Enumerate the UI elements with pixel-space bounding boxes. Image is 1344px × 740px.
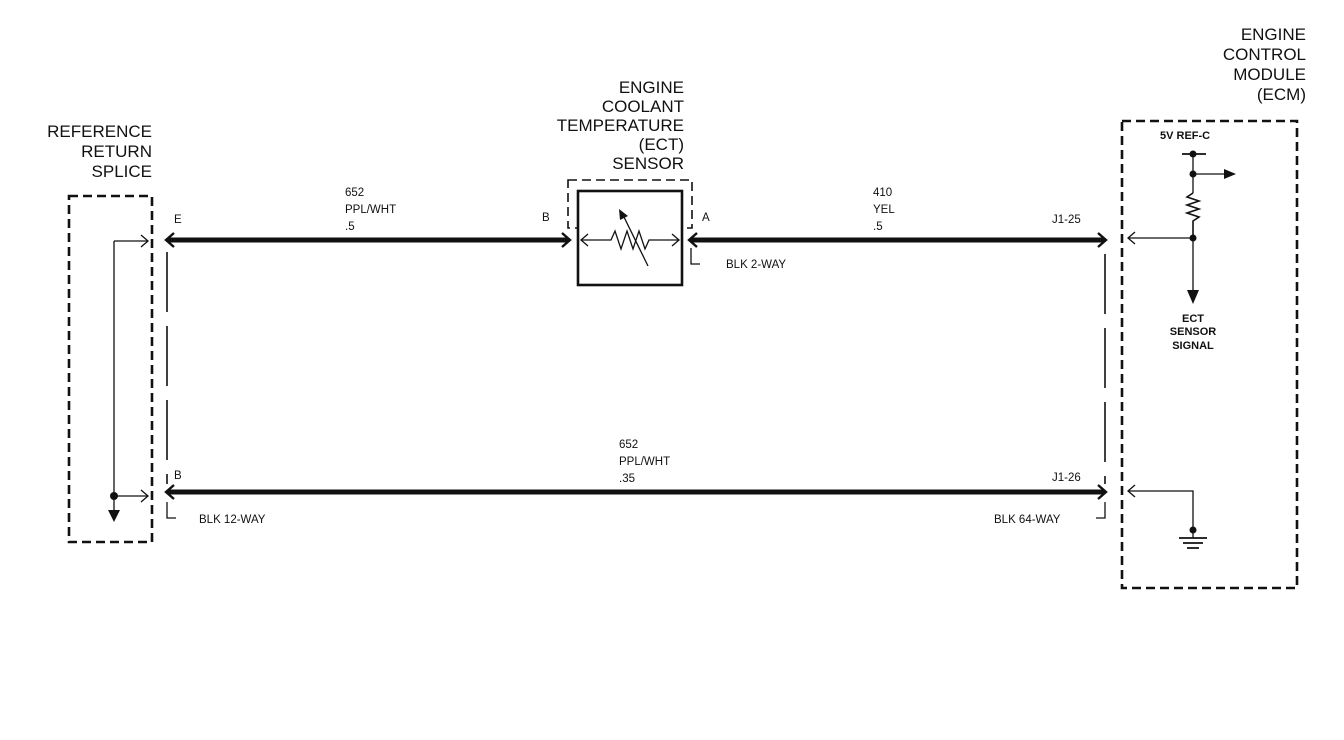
signal-label-line-1: ECT [1182, 313, 1204, 325]
pullup-resistor-icon [1184, 192, 1202, 238]
left-connector-pin-bottom: B [174, 470, 182, 482]
wire-top-left-terminal-left [164, 232, 175, 248]
wire-top-left: 652 PPL/WHT .5 [164, 187, 572, 248]
ecm-title-line-1: ENGINE [1241, 25, 1306, 44]
splice-arrow-top [140, 234, 149, 248]
ecm-pin-bottom: J1-26 [1052, 472, 1081, 484]
ecm-pin-top: J1-25 [1052, 214, 1081, 226]
wire-bottom-gauge: .35 [619, 473, 635, 485]
wire-bottom-color: PPL/WHT [619, 456, 670, 468]
wire-top-left-gauge: .5 [345, 221, 355, 233]
ecm-connector-leader [1096, 502, 1106, 519]
ref-out-arrow-icon [1224, 169, 1236, 179]
ecm-connector: J1-25 J1-26 BLK 64-WAY [994, 214, 1106, 526]
thermistor-icon [582, 228, 678, 252]
sensor-title-line-2: COOLANT [602, 97, 684, 116]
sensor-pin-b: B [542, 212, 550, 224]
variable-resistor-arrow-head [619, 209, 628, 220]
sensor-connector-dashed-outline [567, 179, 693, 229]
wire-top-left-color: PPL/WHT [345, 204, 396, 216]
wire-top-right-circuit: 410 [873, 187, 892, 199]
variable-resistor-arrow-line [622, 214, 649, 267]
splice-title-line-3: SPLICE [92, 162, 152, 181]
ecm-title-line-3: MODULE [1233, 65, 1306, 84]
signal-label-line-2: SENSOR [1170, 326, 1217, 338]
wire-bottom-terminal-right [1097, 484, 1108, 500]
splice-arrow-bottom [140, 489, 149, 503]
wire-top-right: 410 YEL .5 [687, 187, 1108, 248]
left-connector-leader [166, 502, 176, 519]
splice-internal-bus [113, 240, 148, 497]
wire-top-right-terminal-right [1097, 232, 1108, 248]
sensor-title-line-3: TEMPERATURE [557, 116, 684, 135]
engine-control-module: ENGINE CONTROL MODULE (ECM) 5V REF-C ECT… [1120, 25, 1306, 590]
ecm-connector-label: BLK 64-WAY [994, 514, 1061, 526]
wire-top-right-color: YEL [873, 204, 895, 216]
left-connector-pin-top: E [174, 214, 182, 226]
splice-title-line-1: REFERENCE [47, 122, 152, 141]
wire-top-left-circuit: 652 [345, 187, 364, 199]
sensor-connector-label: BLK 2-WAY [726, 259, 786, 271]
wire-bottom-terminal-left [164, 484, 175, 500]
thermistor-arrow-right [671, 233, 680, 247]
sensor-pin-a: A [702, 212, 710, 224]
sensor-title-line-5: SENSOR [612, 154, 684, 173]
signal-label-line-3: SIGNAL [1172, 340, 1214, 352]
sensor-title-line-4: (ECT) [639, 135, 684, 154]
splice-title-line-2: RETURN [81, 142, 152, 161]
signal-input-arrow [1127, 231, 1136, 245]
wire-bottom-circuit: 652 [619, 439, 638, 451]
splice-down-arrow-icon [108, 510, 120, 522]
thermistor-arrow-left [580, 233, 589, 247]
left-connector-label: BLK 12-WAY [199, 514, 266, 526]
wire-top-right-terminal-left [687, 232, 698, 248]
signal-down-arrow-icon [1187, 290, 1199, 304]
ecm-title-line-4: (ECM) [1257, 85, 1306, 104]
wire-bottom: 652 PPL/WHT .35 [164, 439, 1108, 500]
ground-icon [1179, 537, 1207, 549]
ground-line [1128, 490, 1194, 530]
wire-top-right-gauge: .5 [873, 221, 883, 233]
ground-input-arrow [1127, 484, 1136, 498]
sensor-connector-leader [690, 248, 700, 265]
reference-return-splice: REFERENCE RETURN SPLICE [47, 122, 154, 544]
sensor-title-line-1: ENGINE [619, 78, 684, 97]
ecm-ref-label: 5V REF-C [1160, 130, 1210, 142]
ect-sensor: ENGINE COOLANT TEMPERATURE (ECT) SENSOR … [542, 78, 786, 287]
ecm-title-line-2: CONTROL [1223, 45, 1306, 64]
wire-top-left-terminal-right [561, 232, 572, 248]
left-connector: E B BLK 12-WAY [166, 214, 266, 526]
splice-dashed-box [67, 194, 154, 544]
ecm-dashed-box [1120, 119, 1299, 590]
